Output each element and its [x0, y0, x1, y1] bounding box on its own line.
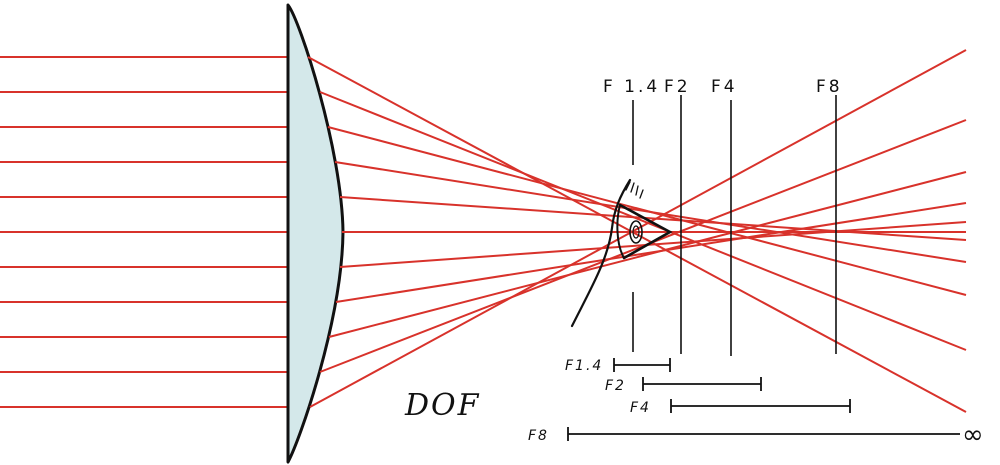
eye-sketch-icon	[570, 178, 673, 328]
refracted-ray	[309, 49, 967, 408]
dof-bars	[567, 358, 960, 441]
aperture-label-f8: F8	[816, 77, 843, 97]
infinity-symbol: ∞	[962, 420, 984, 450]
dof-label-f8: F8	[528, 428, 549, 444]
refracted-ray	[328, 171, 967, 338]
dof-label-f14: F1.4	[565, 358, 603, 374]
refracted-ray	[339, 221, 967, 268]
refracted-rays	[307, 49, 967, 413]
dof-bar-f8	[567, 427, 960, 441]
aperture-label-f4: F4	[711, 77, 738, 97]
refracted-ray	[319, 91, 967, 351]
dof-bar-f2	[642, 377, 762, 391]
dof-label-f4: F4	[630, 400, 651, 416]
aperture-label-f14: F 1.4	[603, 77, 660, 97]
refracted-ray	[334, 161, 967, 263]
incoming-rays	[0, 56, 342, 408]
dof-bar-f4	[670, 399, 851, 413]
aperture-planes	[632, 95, 837, 356]
dof-label-f2: F2	[605, 378, 626, 394]
dof-title: DOF	[404, 388, 480, 423]
aperture-label-f2: F2	[664, 77, 691, 97]
refracted-ray	[335, 202, 967, 303]
dof-bar-f14	[613, 358, 671, 372]
refracted-ray	[307, 56, 967, 413]
